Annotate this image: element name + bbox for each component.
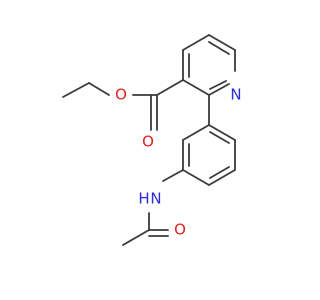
bond-pyridine-c5-c6: [208, 34, 236, 51]
bond-benzene-c1-c2: [182, 124, 210, 141]
molecule-canvas: N O O N H O: [62, 34, 242, 246]
atom-ester-carbonyl-oxygen: O: [142, 133, 154, 151]
bond-amide-c-ch3: [122, 229, 150, 246]
bond-pyridine-double-c5-c6: [208, 41, 230, 55]
bond-benzene-c4-c5: [208, 169, 236, 186]
bond-ether-o-ch2: [88, 82, 110, 96]
bond-pyridine-c2-c3: [182, 79, 210, 96]
atom-ester-ether-oxygen: O: [115, 86, 127, 104]
atom-amide-oxygen: O: [174, 221, 186, 239]
atom-pyridine-nitrogen: N: [230, 86, 241, 104]
bond-ch2-ch3: [62, 82, 90, 98]
bond-benzene-double-c4-c5: [209, 166, 230, 179]
bond-pyridine-n1-c2: [208, 83, 230, 96]
bond-benzene-nh: [162, 169, 184, 182]
bond-pyridine-double-n1-c2: [209, 80, 227, 90]
bond-benzene-double-c1-c6: [209, 131, 230, 144]
molecule-structure: N O O N H O: [62, 34, 242, 246]
atom-amide-hydrogen: H: [138, 190, 149, 208]
atom-amide-nitrogen: N: [150, 190, 161, 208]
bond-pyridine-c4-c5: [182, 34, 210, 51]
bond-c3-carbonyl-c: [156, 79, 184, 96]
bond-benzene-c6-c1: [208, 124, 236, 141]
bond-benzene-c3-c4: [182, 169, 210, 186]
